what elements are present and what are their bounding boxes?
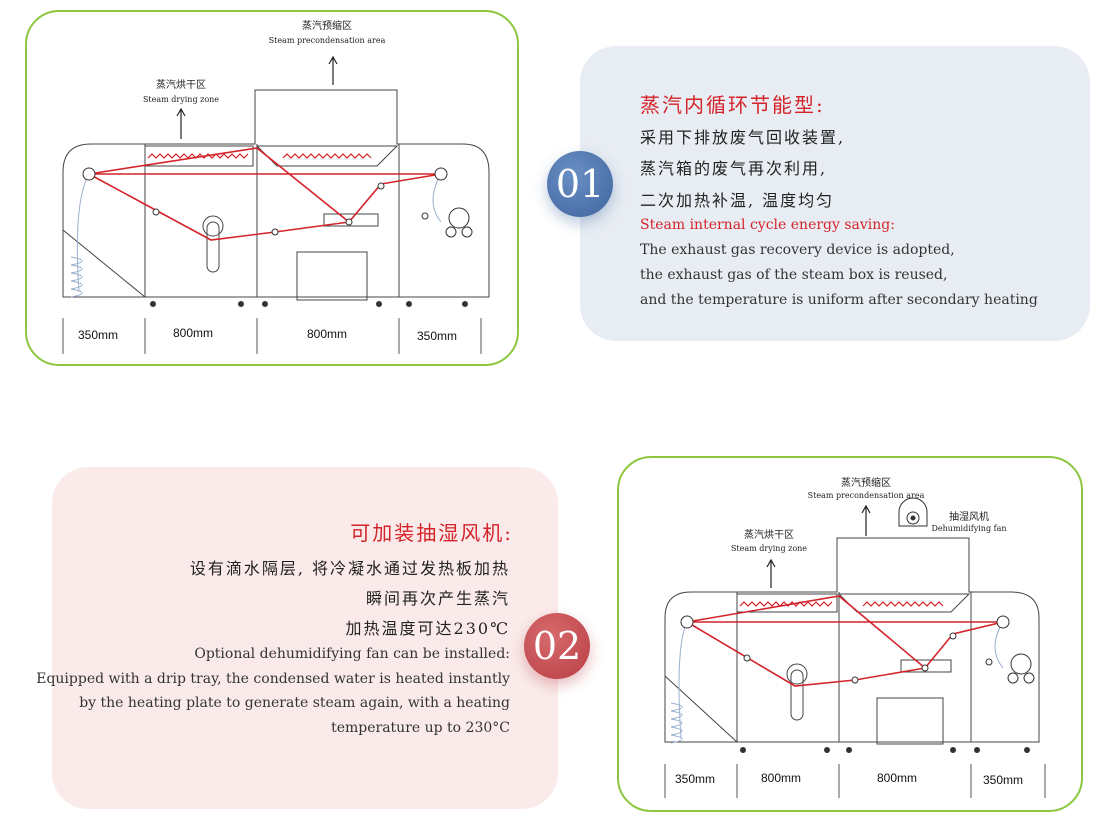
- arrow-head-icon: [766, 558, 776, 568]
- feature-title-cn-2: 可加装抽湿风机:: [350, 521, 513, 545]
- precondensation-label-cn: 蒸汽预缩区: [841, 476, 891, 489]
- feature-line-en: Equipped with a drip tray, the condensed…: [36, 671, 510, 687]
- feature-line-en: Optional dehumidifying fan can be instal…: [194, 646, 510, 662]
- machine-body-2: [664, 537, 1040, 745]
- dim-label: 350mm: [417, 329, 457, 343]
- feature-line-en: by the heating plate to generate steam a…: [79, 695, 510, 711]
- feature-line-en: The exhaust gas recovery device is adopt…: [640, 242, 955, 258]
- dim-label: 800mm: [173, 326, 213, 340]
- rollers-1: [82, 167, 473, 238]
- arrow-head-icon: [328, 55, 338, 65]
- feature-card-2: [52, 467, 558, 809]
- arrow-head-icon: [176, 107, 186, 117]
- feature-line-en: temperature up to 230°C: [331, 720, 510, 736]
- wheels-1: [150, 301, 468, 307]
- feature-card-1: [580, 46, 1090, 341]
- drying-zone-label-cn: 蒸汽烘干区: [744, 528, 794, 541]
- dim-label: 800mm: [761, 771, 801, 785]
- dim-label: 350mm: [983, 773, 1023, 787]
- feature-line-cn: 瞬间再次产生蒸汽: [365, 589, 510, 608]
- drying-zone-label-cn: 蒸汽烘干区: [156, 78, 206, 91]
- dimension-bar-1: [62, 318, 482, 354]
- dim-label: 350mm: [675, 772, 715, 786]
- feature-line-en: the exhaust gas of the steam box is reus…: [640, 267, 948, 283]
- rollers-2: [680, 615, 1035, 684]
- feature-line-cn: 二次加热补温, 温度均匀: [640, 191, 835, 210]
- arrow-head-icon: [861, 504, 871, 514]
- dehumidifying-fan-icon: [898, 497, 928, 527]
- fabric-path-2: [686, 595, 1004, 687]
- drying-zone-label-en: Steam drying zone: [143, 95, 219, 104]
- fabric-path-1: [88, 147, 442, 241]
- machine-diagram-2: 蒸汽预缩区 Steam precondensation area 抽湿风机 De…: [664, 476, 1046, 798]
- feature-badge-2: 02: [524, 613, 590, 679]
- precondensation-label-en: Steam precondensation area: [269, 36, 386, 45]
- dim-label: 800mm: [877, 771, 917, 785]
- feature-line-cn: 设有滴水隔层, 将冷凝水通过发热板加热: [189, 559, 510, 578]
- zigzag-heater-2: [739, 601, 944, 607]
- diagram-frame-1: 蒸汽预缩区 Steam precondensation area 蒸汽烘干区 S…: [25, 10, 519, 366]
- feature-line-en: and the temperature is uniform after sec…: [640, 292, 1038, 308]
- feature-title-cn-1: 蒸汽内循环节能型:: [640, 93, 825, 117]
- feature-title-en-1: Steam internal cycle energy saving:: [640, 217, 895, 233]
- dim-label: 350mm: [78, 328, 118, 342]
- precondensation-label-en: Steam precondensation area: [808, 491, 925, 500]
- feed-path-1: [70, 173, 442, 298]
- feature-badge-1: 01: [547, 151, 613, 217]
- drying-zone-label-en: Steam drying zone: [731, 544, 807, 553]
- wheels-2: [740, 747, 1030, 753]
- machine-diagram-1: 蒸汽预缩区 Steam precondensation area 蒸汽烘干区 S…: [62, 19, 490, 354]
- dimension-bar-2: [664, 764, 1046, 798]
- feature-line-cn: 蒸汽箱的废气再次利用,: [640, 159, 828, 178]
- fan-label-en: Dehumidifying fan: [931, 524, 1006, 533]
- feature-line-cn: 采用下排放废气回收装置,: [640, 128, 846, 147]
- feature-line-cn: 加热温度可达230℃: [345, 619, 510, 638]
- zigzag-heater-1: [147, 153, 372, 159]
- precondensation-label-cn: 蒸汽预缩区: [302, 19, 352, 32]
- dim-label: 800mm: [307, 327, 347, 341]
- diagram-frame-2: 蒸汽预缩区 Steam precondensation area 抽湿风机 De…: [617, 456, 1083, 812]
- fan-label-cn: 抽湿风机: [949, 510, 989, 523]
